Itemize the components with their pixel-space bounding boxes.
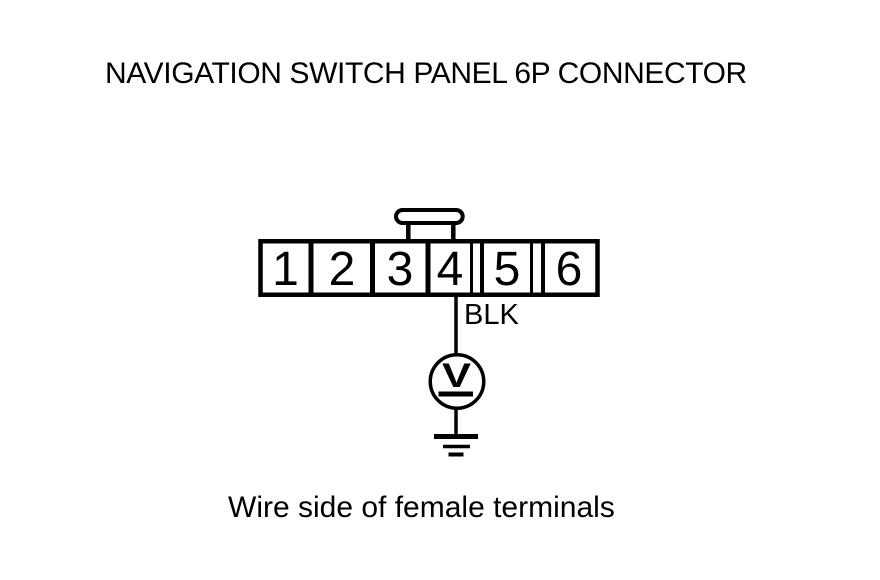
voltmeter-label: V bbox=[442, 357, 471, 395]
wire-color-label: BLK bbox=[464, 299, 519, 331]
diagram-caption: Wire side of female terminals bbox=[228, 491, 615, 524]
ground-symbol bbox=[434, 434, 478, 457]
pin-label-1: 1 bbox=[272, 243, 299, 296]
pin-label-4: 4 bbox=[437, 243, 464, 296]
voltmeter-symbol: V bbox=[428, 353, 486, 410]
latch-bar bbox=[394, 208, 465, 225]
diagram-title: NAVIGATION SWITCH PANEL 6P CONNECTOR bbox=[105, 57, 747, 90]
connector-latch bbox=[394, 208, 465, 241]
pin-label-6: 6 bbox=[556, 243, 583, 296]
pin-label-3: 3 bbox=[387, 243, 414, 296]
pin-label-2: 2 bbox=[329, 243, 356, 296]
pin-label-5: 5 bbox=[494, 243, 521, 296]
connector-body: 1 2 3 4 5 6 bbox=[258, 239, 600, 297]
